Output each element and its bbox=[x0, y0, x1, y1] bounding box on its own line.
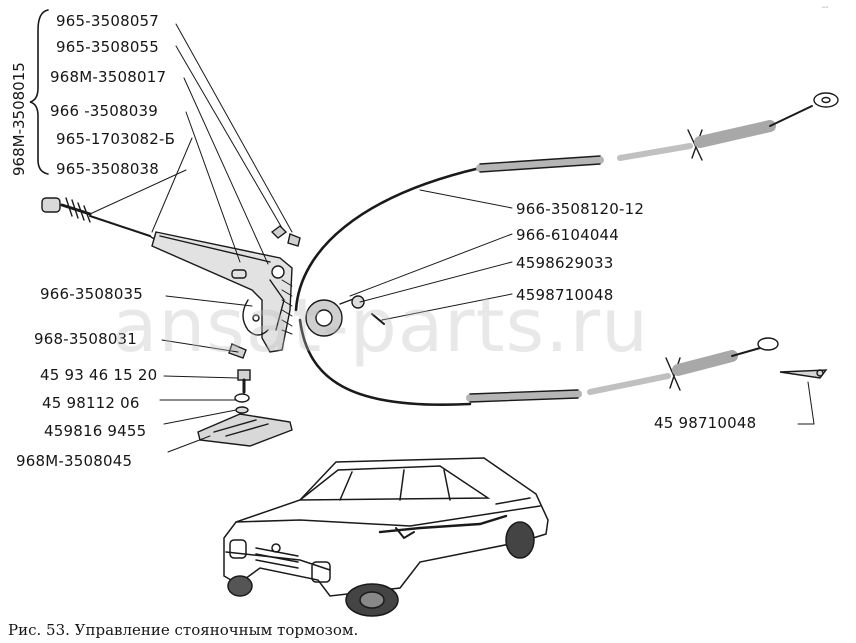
corner-mark: “” bbox=[822, 6, 829, 13]
lower-sheath bbox=[466, 337, 779, 403]
part-label: 459816 9455 bbox=[44, 422, 147, 440]
pin-parts bbox=[270, 225, 301, 247]
car-outline bbox=[223, 457, 549, 617]
part-label: 45 98112 06 bbox=[42, 394, 140, 412]
part-label: 968-3508031 bbox=[34, 330, 138, 348]
part-label: 45 98710048 bbox=[654, 414, 757, 432]
figure-caption: Рис. 53. Управление стояночным тормозом. bbox=[8, 621, 359, 639]
fasteners-stack bbox=[197, 343, 293, 447]
part-label: 966-3508120-12 bbox=[516, 200, 645, 218]
part-label: 965-3508055 bbox=[56, 38, 160, 56]
part-label: 966-3508035 bbox=[40, 285, 144, 303]
part-label: 4598629033 bbox=[516, 254, 614, 272]
part-label: 45 93 46 15 20 bbox=[40, 366, 158, 384]
part-label: 968M-3508045 bbox=[16, 452, 133, 470]
leader-lines bbox=[89, 23, 815, 453]
brake-lever bbox=[151, 231, 293, 353]
main-cable bbox=[294, 166, 482, 312]
part-label: 965-3508038 bbox=[56, 160, 160, 178]
part-label: 968M-3508017 bbox=[50, 68, 167, 86]
group-brace bbox=[29, 9, 49, 175]
cable-pulley bbox=[305, 295, 385, 337]
part-label: 4598710048 bbox=[516, 286, 614, 304]
cable-clip bbox=[779, 369, 828, 379]
part-label: 965-1703082-Б bbox=[56, 130, 176, 148]
cable-end-left bbox=[41, 197, 159, 240]
part-label: 965-3508057 bbox=[56, 12, 160, 30]
lower-cable bbox=[298, 318, 472, 407]
group-label: 968M-3508015 bbox=[10, 62, 28, 176]
part-label: 966 -3508039 bbox=[50, 102, 159, 120]
part-label: 966-6104044 bbox=[516, 226, 620, 244]
upper-sheath bbox=[476, 92, 839, 173]
